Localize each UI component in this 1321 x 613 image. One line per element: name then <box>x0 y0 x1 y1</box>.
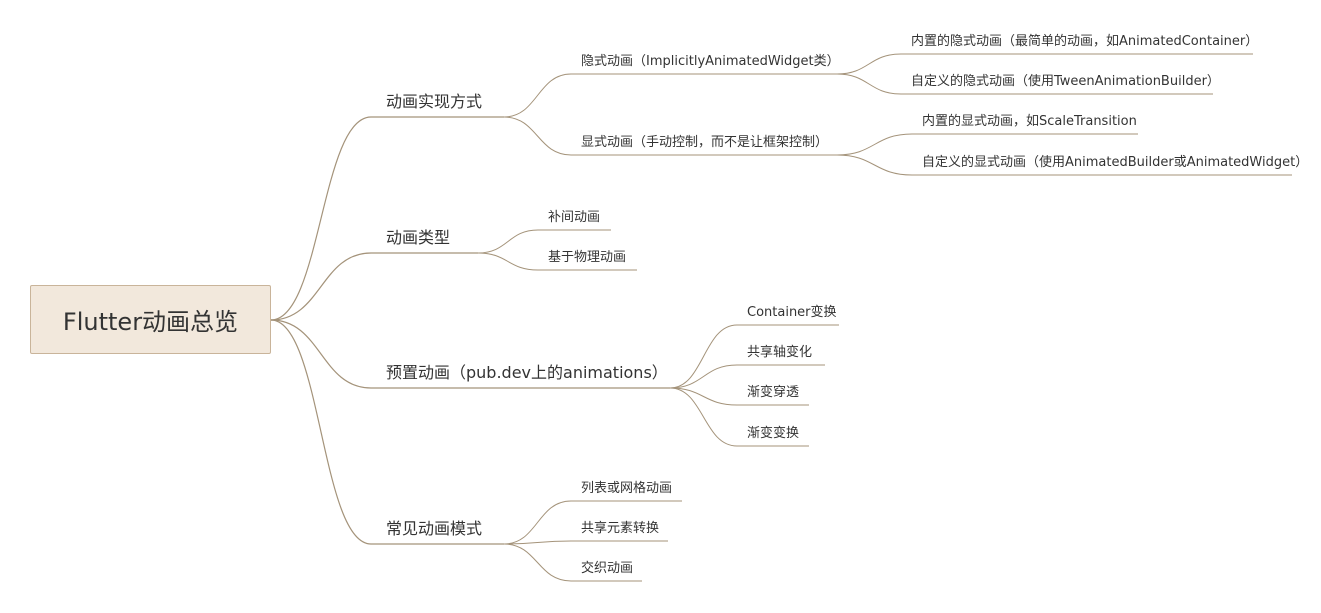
node-shared-axis[interactable]: 共享轴变化 <box>747 345 813 360</box>
node-implicit-animation[interactable]: 隐式动画（ImplicitlyAnimatedWidget类） <box>581 54 840 69</box>
node-list-grid-animation[interactable]: 列表或网格动画 <box>581 481 673 496</box>
connector-container-transform <box>669 324 738 389</box>
connector-root-implementation <box>270 116 372 321</box>
node-container-transform[interactable]: Container变换 <box>747 305 837 320</box>
connector-list-grid <box>503 500 572 545</box>
connector-builtin-implicit <box>836 53 902 75</box>
node-builtin-implicit[interactable]: 内置的隐式动画（最简单的动画，如AnimatedContainer） <box>911 34 1259 49</box>
node-fade-through[interactable]: 渐变穿透 <box>747 385 800 400</box>
node-custom-explicit[interactable]: 自定义的显式动画（使用AnimatedBuilder或AnimatedWidge… <box>922 155 1309 170</box>
connector-root-types <box>270 252 372 321</box>
connector-custom-implicit <box>836 73 902 95</box>
connector-implicit <box>503 73 572 118</box>
connector-custom-explicit <box>836 154 913 176</box>
node-builtin-explicit[interactable]: 内置的显式动画，如ScaleTransition <box>922 114 1137 129</box>
connector-explicit <box>503 116 572 156</box>
node-tween-animation[interactable]: 补间动画 <box>548 210 601 225</box>
connector-tween <box>477 229 539 254</box>
branch-animation-types[interactable]: 动画类型 <box>386 228 451 247</box>
connector-shared-axis <box>669 364 738 389</box>
node-explicit-animation[interactable]: 显式动画（手动控制，而不是让框架控制） <box>581 135 829 150</box>
connector-fade <box>669 387 738 447</box>
root-node[interactable]: Flutter动画总览 <box>30 285 271 354</box>
node-physics-animation[interactable]: 基于物理动画 <box>548 250 627 265</box>
connector-root-patterns <box>270 319 372 545</box>
branch-common-patterns[interactable]: 常见动画模式 <box>386 519 483 538</box>
node-shared-element-transition[interactable]: 共享元素转换 <box>581 521 660 536</box>
connector-fade-through <box>669 387 738 406</box>
node-fade[interactable]: 渐变变换 <box>747 426 800 441</box>
branch-implementation[interactable]: 动画实现方式 <box>386 92 483 111</box>
connector-shared-element <box>503 540 572 545</box>
node-custom-implicit[interactable]: 自定义的隐式动画（使用TweenAnimationBuilder） <box>911 74 1220 89</box>
connector-physics <box>477 252 539 271</box>
connector-builtin-explicit <box>836 133 913 156</box>
branch-prebuilt-animations[interactable]: 预置动画（pub.dev上的animations） <box>386 363 668 382</box>
connector-root-prebuilt <box>270 319 372 389</box>
connector-staggered <box>503 543 572 582</box>
root-label: Flutter动画总览 <box>62 308 239 336</box>
node-staggered-animation[interactable]: 交织动画 <box>581 561 634 576</box>
